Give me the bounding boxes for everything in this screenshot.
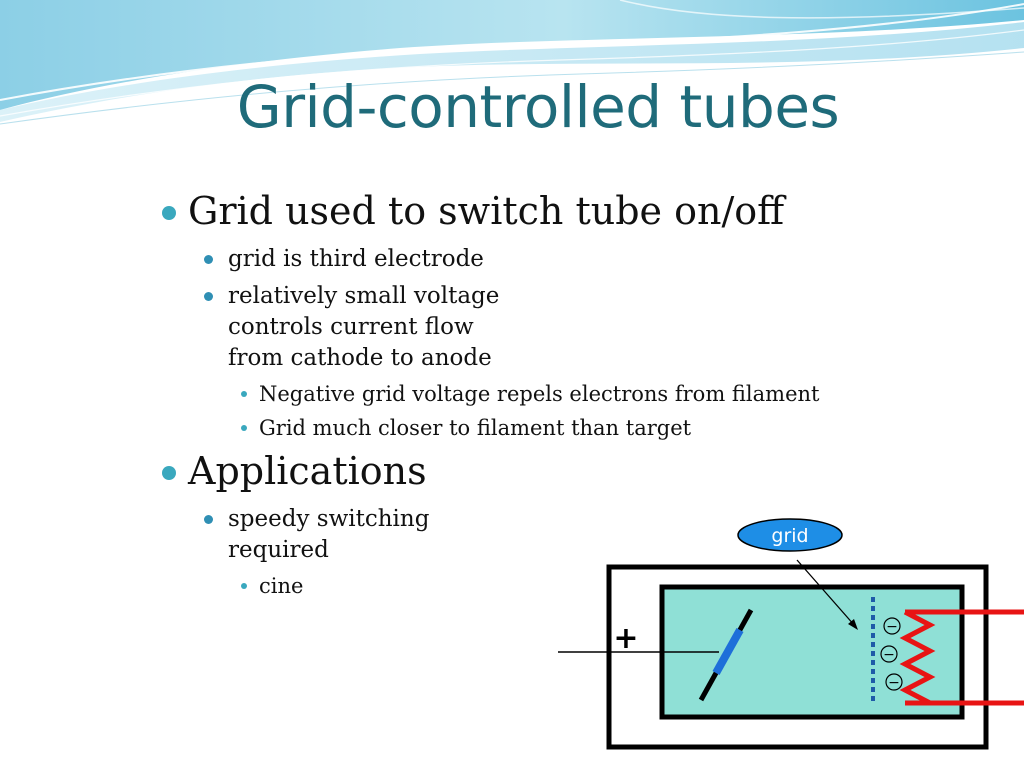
bullet-text: Applications [188, 449, 427, 493]
grid-label-bubble [737, 518, 843, 552]
bullet-text: Negative grid voltage repels electrons f… [259, 382, 820, 406]
bullet-dot-icon [241, 391, 247, 397]
bullet-item: Applications [160, 448, 860, 494]
bullet-list: Grid used to switch tube on/off grid is … [160, 188, 860, 606]
minus-sign: − [886, 619, 898, 635]
bullet-text: Grid much closer to filament than target [259, 416, 692, 440]
plus-sign: + [613, 621, 638, 656]
minus-sign: − [888, 675, 900, 691]
page-title: Grid-controlled tubes [236, 73, 840, 141]
grid-label: grid [771, 525, 808, 547]
bullet-dot-icon [162, 206, 176, 220]
header-wave-decoration [0, 0, 1024, 125]
filament-coil [899, 609, 936, 706]
bullet-item: relatively small voltage controls curren… [160, 281, 860, 374]
bullet-item: Negative grid voltage repels electrons f… [160, 380, 860, 408]
bullet-item: Grid much closer to filament than target [160, 414, 860, 442]
anode-target-face [712, 628, 744, 675]
bullet-item: speedy switching required [160, 504, 860, 566]
bullet-dot-icon [241, 583, 247, 589]
arrowhead-icon [848, 619, 858, 630]
bullet-item: cine [160, 572, 860, 600]
bullet-text: grid is third electrode [228, 246, 484, 272]
minus-sign: − [883, 647, 895, 663]
bullet-text: Grid used to switch tube on/off [188, 189, 785, 233]
electron-negative-2: − [880, 645, 898, 663]
bullet-dot-icon [204, 255, 213, 264]
bullet-text: cine [259, 574, 304, 598]
bullet-text: speedy switching required [228, 506, 430, 563]
bullet-dot-icon [204, 292, 213, 301]
bullet-item: grid is third electrode [160, 244, 860, 275]
bullet-item: Grid used to switch tube on/off [160, 188, 860, 234]
electron-negative-1: − [883, 617, 901, 635]
bullet-dot-icon [204, 515, 213, 524]
electron-negative-3: − [885, 673, 903, 691]
bullet-dot-icon [241, 425, 247, 431]
tube-diagram: + − − − grid [558, 518, 1024, 750]
bullet-dot-icon [162, 466, 176, 480]
bullet-text: relatively small voltage controls curren… [228, 283, 500, 371]
grid-pointer-arrow [796, 559, 856, 627]
